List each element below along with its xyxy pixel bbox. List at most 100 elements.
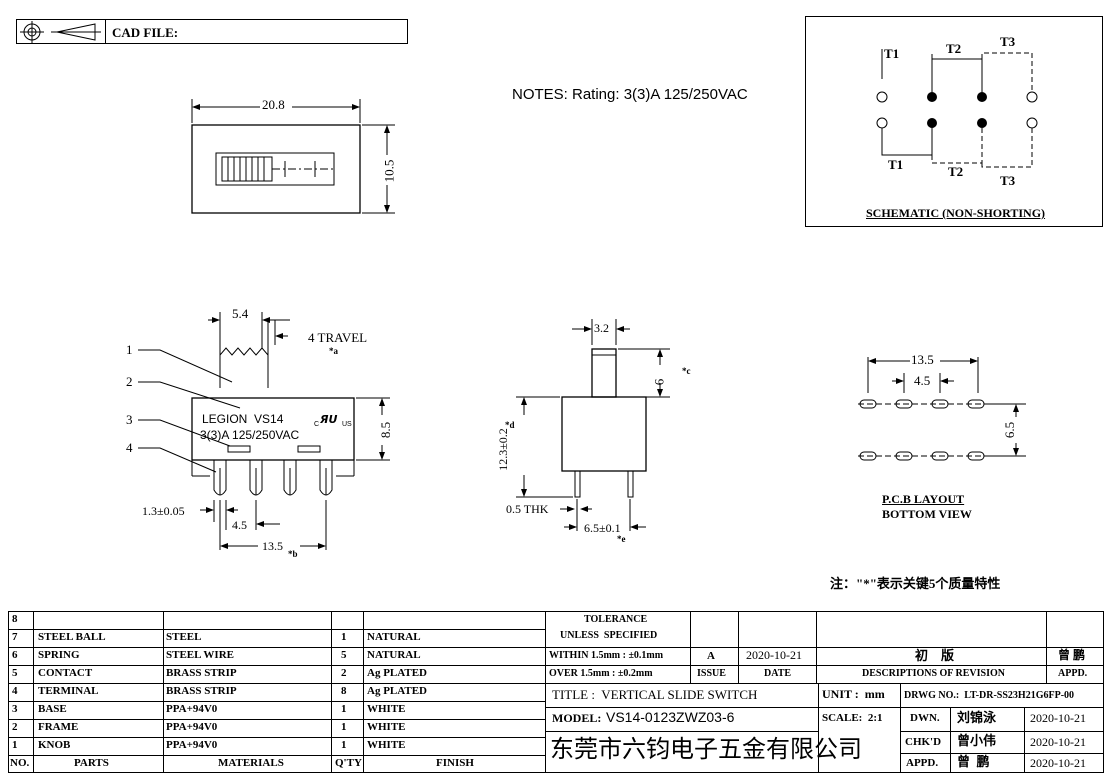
drawing-title: TITLE : VERTICAL SLIDE SWITCH bbox=[552, 687, 758, 702]
pcb-layout-drawing bbox=[858, 357, 1026, 461]
bom-cell-finish: Ag PLATED bbox=[367, 667, 427, 679]
schematic-label-t2-bottom: T2 bbox=[948, 164, 964, 179]
front-rating: 3(3)A 125/250VAC bbox=[200, 428, 300, 442]
bom-cell-no: 5 bbox=[12, 667, 18, 679]
pcb-span: 13.5 bbox=[911, 352, 934, 367]
issue-label: ISSUE bbox=[697, 668, 726, 679]
pcb-pitch: 4.5 bbox=[914, 373, 931, 388]
bom-cell-part: STEEL BALL bbox=[38, 631, 106, 643]
bom-cell-material: BRASS STRIP bbox=[166, 667, 237, 679]
cad-file-label: CAD FILE: bbox=[112, 25, 179, 40]
header-box: CAD FILE: bbox=[16, 19, 408, 44]
side-knob-width: 3.2 bbox=[594, 321, 609, 335]
side-view-drawing bbox=[516, 319, 670, 531]
bom-cell-part: SPRING bbox=[38, 649, 80, 661]
schematic-label-t1-bottom: T1 bbox=[888, 157, 904, 172]
appd2-date: 2020-10-21 bbox=[1030, 756, 1086, 770]
front-span-mark: *b bbox=[288, 549, 298, 559]
bom-cell-finish: NATURAL bbox=[367, 649, 421, 661]
appd2-label: APPD. bbox=[906, 757, 939, 769]
appd-label: APPD. bbox=[1058, 668, 1088, 679]
bom-cell-finish: Ag PLATED bbox=[367, 685, 427, 697]
bom-header-qty: Q'TY bbox=[335, 757, 362, 769]
title-block bbox=[546, 611, 1104, 773]
note-cn: 注："*"表示关键5个质量特性 bbox=[830, 576, 1001, 591]
bom-cell-material: PPA+94V0 bbox=[166, 739, 218, 751]
bom-cell-qty: 1 bbox=[341, 631, 347, 643]
company-name: 东莞市六钧电子五金有限公司 bbox=[550, 735, 862, 763]
callout-2: 2 bbox=[126, 374, 133, 389]
chkd-date: 2020-10-21 bbox=[1030, 735, 1086, 749]
bom-cell-qty: 1 bbox=[341, 739, 347, 751]
side-body-height: 12.3±0.2 bbox=[495, 428, 510, 471]
side-knob-height: 6 bbox=[651, 378, 667, 386]
within-label: WITHIN 1.5mm : ±0.1mm bbox=[549, 650, 664, 661]
appd2-name: 曾 鹏 bbox=[957, 754, 990, 769]
schematic-label-t3-bottom: T3 bbox=[1000, 173, 1016, 188]
callout-4: 4 bbox=[126, 440, 133, 455]
callout-1: 1 bbox=[126, 342, 133, 357]
schematic-label-t3-top: T3 bbox=[1000, 34, 1016, 49]
bom-cell-part: BASE bbox=[38, 703, 67, 715]
bom-cell-no: 8 bbox=[12, 613, 18, 625]
pcb-subtitle: BOTTOM VIEW bbox=[882, 507, 972, 521]
bom-cell-material: STEEL bbox=[166, 631, 202, 643]
front-span: 13.5 bbox=[262, 539, 283, 553]
unless-label: UNLESS SPECIFIED bbox=[560, 630, 658, 641]
front-dim-knob: 5.4 bbox=[232, 306, 249, 321]
cert-suffix: US bbox=[342, 421, 352, 428]
schematic-label-t2-top: T2 bbox=[946, 41, 962, 56]
front-height-dim: 8.5 bbox=[378, 421, 394, 439]
bom-cell-qty: 8 bbox=[341, 685, 347, 697]
notes-rating: NOTES: Rating: 3(3)A 125/250VAC bbox=[512, 86, 748, 103]
bom-cell-material: PPA+94V0 bbox=[166, 721, 218, 733]
bom-header-finish: FINISH bbox=[436, 757, 474, 769]
side-pin-mark: *e bbox=[617, 534, 626, 544]
bom-cell-qty: 2 bbox=[341, 667, 347, 679]
over-label: OVER 1.5mm : ±0.2mm bbox=[549, 668, 653, 679]
bom-cell-no: 2 bbox=[12, 721, 18, 733]
bom-header-material: MATERIALS bbox=[218, 757, 284, 769]
bom-cell-no: 3 bbox=[12, 703, 18, 715]
chkd-label: CHK'D bbox=[905, 736, 942, 748]
bom-header-no: NO. bbox=[10, 757, 30, 769]
projection-symbol-icon bbox=[20, 21, 101, 43]
bom-table bbox=[8, 611, 546, 773]
front-pitch: 4.5 bbox=[232, 518, 247, 532]
bom-cell-material: STEEL WIRE bbox=[166, 649, 234, 661]
bom-cell-finish: NATURAL bbox=[367, 631, 421, 643]
schematic-frame bbox=[805, 16, 1103, 227]
bom-cell-no: 1 bbox=[12, 739, 18, 751]
top-view-width-dim: 20.8 bbox=[262, 97, 285, 112]
top-view-drawing bbox=[191, 99, 395, 214]
model-label: MODEL: bbox=[552, 711, 602, 725]
chkd-name: 曾小伟 bbox=[957, 733, 997, 748]
cert-prefix: C bbox=[314, 421, 320, 428]
appd-name: 曾 鹏 bbox=[1058, 648, 1086, 662]
revision-description: 初 版 bbox=[915, 648, 955, 663]
bom-cell-qty: 5 bbox=[341, 649, 347, 661]
bom-cell-part: KNOB bbox=[38, 739, 71, 751]
bom-cell-finish: WHITE bbox=[367, 703, 406, 715]
schematic-title: SCHEMATIC (NON-SHORTING) bbox=[866, 206, 1046, 220]
callout-3: 3 bbox=[126, 412, 133, 427]
bom-cell-part: FRAME bbox=[38, 721, 79, 733]
front-travel: 4 TRAVEL bbox=[308, 330, 368, 345]
bom-header-part: PARTS bbox=[74, 757, 109, 769]
bom-cell-no: 7 bbox=[12, 631, 18, 643]
revision-label: DESCRIPTIONS OF REVISION bbox=[862, 668, 1005, 679]
bom-cell-finish: WHITE bbox=[367, 739, 406, 751]
top-view-height-dim: 10.5 bbox=[381, 159, 397, 183]
bom-cell-qty: 1 bbox=[341, 721, 347, 733]
issue-value: A bbox=[707, 650, 715, 662]
bom-cell-finish: WHITE bbox=[367, 721, 406, 733]
drawing-number: DRWG NO.: LT-DR-SS23H21G6FP-00 bbox=[904, 690, 1075, 701]
pcb-row-gap: 6.5 bbox=[1002, 421, 1018, 439]
schematic-label-t1-top: T1 bbox=[884, 46, 900, 61]
scale-label: SCALE: 2:1 bbox=[822, 712, 883, 724]
pcb-title: P.C.B LAYOUT bbox=[882, 492, 965, 506]
front-travel-mark: *a bbox=[329, 346, 338, 356]
bom-cell-part: TERMINAL bbox=[38, 685, 99, 697]
dwn-name: 刘锦泳 bbox=[957, 710, 997, 725]
unit-label: UNIT : mm bbox=[822, 687, 885, 701]
